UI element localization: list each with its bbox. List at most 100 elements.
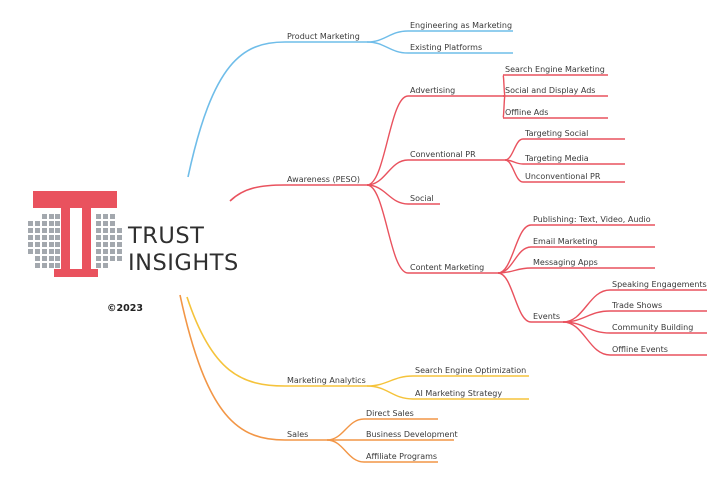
- logo-dot: [103, 242, 108, 247]
- node-targeting-social: Targeting Social: [524, 129, 588, 138]
- logo-dot: [49, 228, 54, 233]
- connector-conventional-pr: [366, 159, 409, 186]
- node-affiliate-programs: Affiliate Programs: [366, 452, 437, 461]
- node-offline-ads: Offline Ads: [505, 108, 548, 117]
- node-speaking-engagements: Speaking Engagements: [612, 280, 707, 289]
- node-product-marketing: Product Marketing: [287, 32, 360, 41]
- logo-dot: [28, 249, 33, 254]
- logo-dot: [117, 249, 122, 254]
- node-content-marketing: Content Marketing: [410, 263, 484, 272]
- node-existing-platforms: Existing Platforms: [410, 43, 482, 52]
- logo-dot: [96, 221, 101, 226]
- logo-dot: [35, 263, 40, 268]
- logo-stem-left: [61, 208, 70, 277]
- logo-dot: [55, 242, 60, 247]
- logo-dot: [96, 214, 101, 219]
- logo-dot: [42, 249, 47, 254]
- connector-search-engine-optimization: [366, 375, 414, 387]
- logo-dot: [110, 235, 115, 240]
- logo-dot: [55, 256, 60, 261]
- node-advertising: Advertising: [410, 86, 455, 95]
- trunk-sales: [179, 294, 286, 441]
- connector-offline-events: [562, 321, 611, 356]
- connector-unconventional-pr: [504, 159, 524, 183]
- logo-dot: [28, 242, 33, 247]
- logo-dot: [42, 228, 47, 233]
- logo-dot: [35, 221, 40, 226]
- connector-direct-sales: [326, 418, 365, 441]
- logo-bar-top: [33, 191, 117, 208]
- node-events: Events: [533, 312, 560, 321]
- connector-existing-platforms: [366, 41, 409, 54]
- connector-targeting-social: [504, 138, 524, 161]
- node-offline-events: Offline Events: [612, 345, 668, 354]
- logo-dot: [35, 242, 40, 247]
- logo-dot: [117, 256, 122, 261]
- node-sales: Sales: [287, 430, 308, 439]
- connector-publishing-text-video-audio: [497, 224, 532, 274]
- logo-dot: [42, 221, 47, 226]
- logo-dot: [117, 228, 122, 233]
- logo-stem-right: [82, 208, 91, 277]
- logo-dot: [28, 228, 33, 233]
- logo-dot: [55, 235, 60, 240]
- node-business-development: Business Development: [366, 430, 458, 439]
- node-search-engine-optimization: Search Engine Optimization: [415, 366, 526, 375]
- logo-dot: [49, 235, 54, 240]
- node-engineering-as-marketing: Engineering as Marketing: [410, 21, 512, 30]
- node-messaging-apps: Messaging Apps: [533, 258, 598, 267]
- logo-dot: [55, 214, 60, 219]
- node-search-engine-marketing: Search Engine Marketing: [505, 65, 605, 74]
- logo-dot: [28, 221, 33, 226]
- logo-dot: [49, 214, 54, 219]
- logo-dot: [103, 256, 108, 261]
- logo-dot: [35, 249, 40, 254]
- logo-dot: [35, 235, 40, 240]
- logo-dot: [49, 242, 54, 247]
- logo-dot: [35, 228, 40, 233]
- connector-ai-marketing-strategy: [366, 385, 414, 400]
- trunk-marketing-analytics: [186, 296, 286, 387]
- logo-dot: [110, 242, 115, 247]
- logo-dot: [96, 263, 101, 268]
- logo-text-insights: INSIGHTS: [128, 250, 239, 276]
- node-email-marketing: Email Marketing: [533, 237, 598, 246]
- logo-dot: [49, 263, 54, 268]
- logo-dot: [42, 263, 47, 268]
- logo-dot: [110, 221, 115, 226]
- logo-dot: [110, 228, 115, 233]
- logo-dot: [103, 228, 108, 233]
- logo-dot: [35, 256, 40, 261]
- copyright-text: ©2023: [107, 303, 143, 314]
- trunk-awareness-peso: [229, 184, 286, 202]
- logo-dot: [103, 263, 108, 268]
- logo-dot: [96, 235, 101, 240]
- node-trade-shows: Trade Shows: [611, 301, 662, 310]
- logo-dot: [49, 256, 54, 261]
- node-direct-sales: Direct Sales: [366, 409, 414, 418]
- connector-engineering-as-marketing: [366, 30, 409, 43]
- logo-dot: [96, 228, 101, 233]
- logo-dot: [110, 214, 115, 219]
- logo-dot: [117, 242, 122, 247]
- logo-dot: [55, 221, 60, 226]
- mind-map-connectors: [179, 30, 707, 463]
- logo-dot: [103, 221, 108, 226]
- logo-dot: [55, 228, 60, 233]
- logo-dot: [55, 249, 60, 254]
- connector-affiliate-programs: [326, 439, 365, 463]
- logo-dot: [96, 242, 101, 247]
- logo-bar-bottom: [54, 269, 98, 277]
- logo-dot: [103, 214, 108, 219]
- connector-events: [497, 272, 532, 323]
- trunk-product-marketing: [187, 41, 286, 178]
- logo-dot: [55, 263, 60, 268]
- logo-dot: [96, 249, 101, 254]
- node-social: Social: [410, 194, 434, 203]
- logo-dot: [42, 214, 47, 219]
- logo-text-trust: TRUST: [127, 223, 204, 249]
- logo-dot: [110, 249, 115, 254]
- trust-insights-logo: TRUST INSIGHTS: [28, 191, 239, 277]
- logo-dot: [117, 235, 122, 240]
